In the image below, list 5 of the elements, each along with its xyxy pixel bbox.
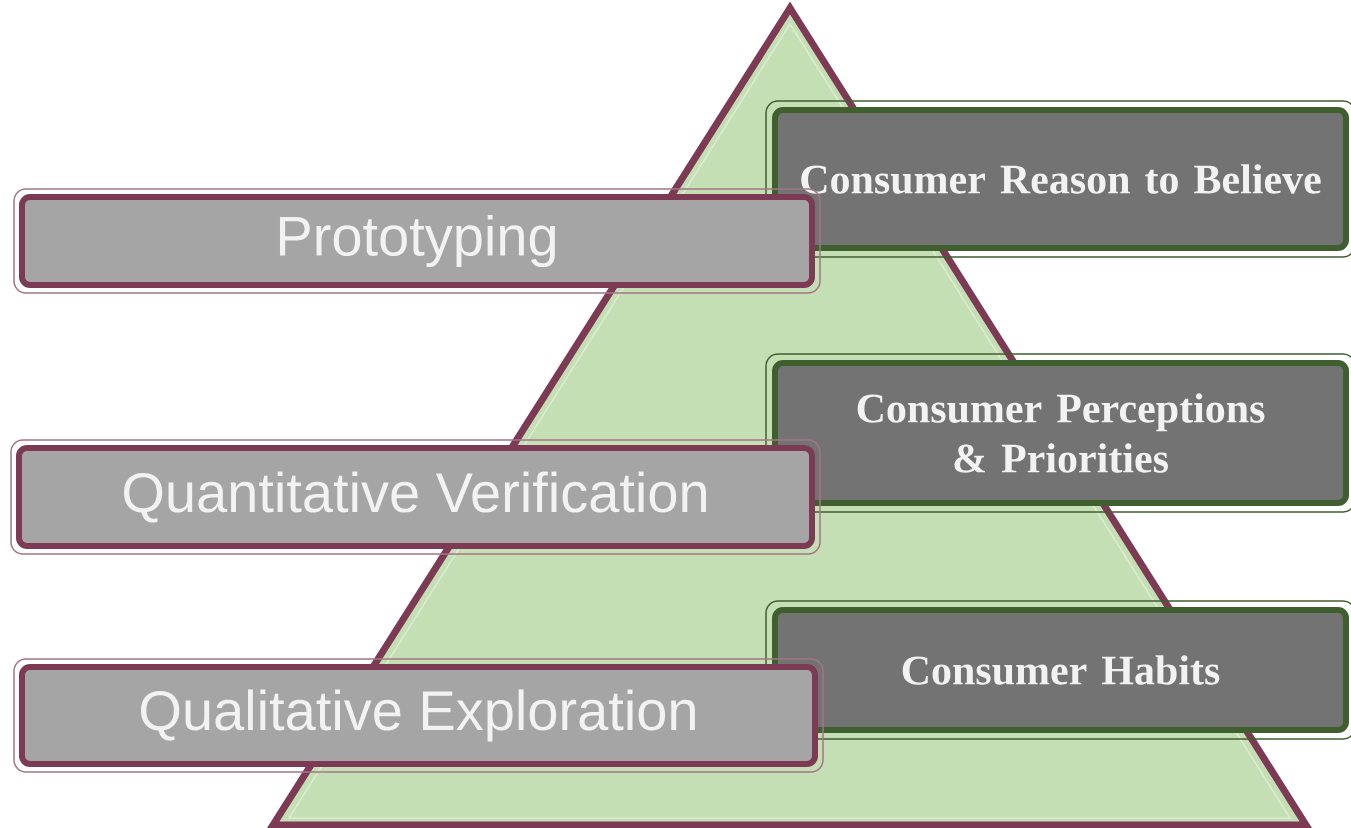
label-box: Qualitative Exploration bbox=[13, 658, 824, 773]
label-box: Quantitative Verification bbox=[10, 439, 821, 555]
label-box: Consumer Perceptions & Priorities bbox=[765, 353, 1351, 513]
label-box: Consumer Habits bbox=[765, 600, 1351, 740]
label-box: Consumer Reason to Believe bbox=[765, 100, 1351, 258]
